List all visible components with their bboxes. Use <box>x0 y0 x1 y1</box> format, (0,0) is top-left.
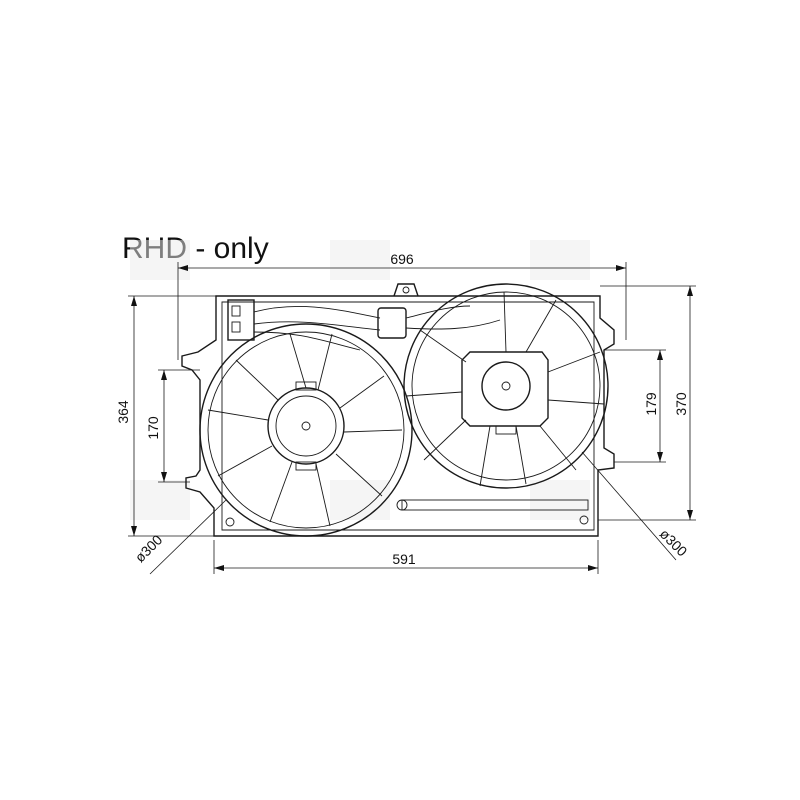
dim-diameter-left: ø300 <box>132 531 166 565</box>
wiring-harness <box>227 299 501 351</box>
watermark <box>130 240 590 520</box>
right-fan <box>403 283 609 489</box>
left-fan <box>199 323 413 537</box>
shroud <box>181 283 615 537</box>
dimension-lines <box>128 262 696 575</box>
dim-shroud-width: 591 <box>392 551 416 567</box>
dim-hub-height-right: 179 <box>643 392 659 416</box>
dim-overall-width: 696 <box>390 251 414 267</box>
dim-height-left: 364 <box>115 400 131 424</box>
dim-hub-height-left: 170 <box>145 416 161 440</box>
dim-diameter-right: ø300 <box>657 526 691 560</box>
dim-height-right: 370 <box>673 392 689 416</box>
